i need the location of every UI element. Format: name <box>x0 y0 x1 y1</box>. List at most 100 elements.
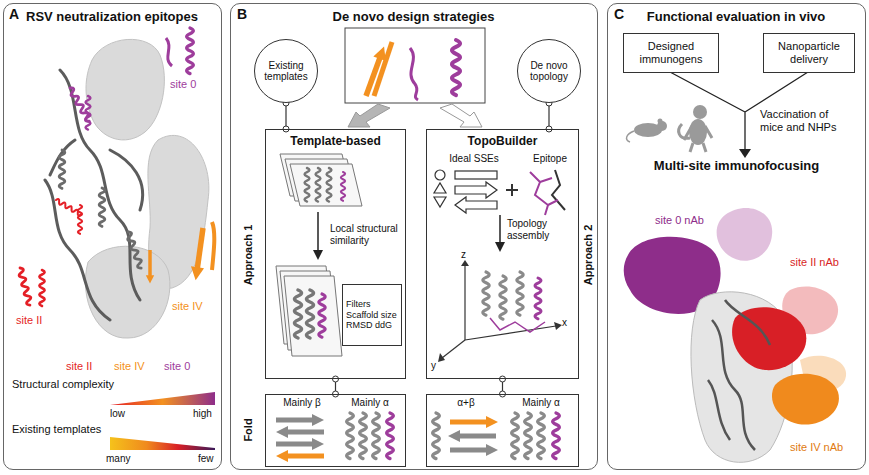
site-0-epitope <box>166 28 193 74</box>
node-text: De novo design strategies <box>231 10 596 25</box>
protein-ribbon <box>110 150 143 210</box>
gradient-wedge <box>110 392 215 405</box>
result-title: Multi-site immunofocusing <box>607 159 866 174</box>
process-arrow <box>317 212 319 252</box>
protein-helix <box>55 198 82 216</box>
sse-symbol <box>434 183 446 193</box>
panel-letter: A <box>9 6 19 22</box>
animal-icon <box>679 124 712 152</box>
animal-icon <box>627 131 634 142</box>
node-text: Ideal SSEs <box>435 153 513 165</box>
sse-symbol <box>435 170 445 180</box>
topology-structure <box>500 276 506 319</box>
node-text: RSV neutralization epitopes <box>4 10 220 25</box>
topology-structure <box>483 272 545 332</box>
node-text: Existing templates <box>258 60 314 83</box>
axes <box>442 340 465 358</box>
template-stack <box>290 164 362 206</box>
site-0-epitope <box>187 28 194 74</box>
node-text: Mainly α <box>505 397 577 409</box>
panel-letter: B <box>237 6 247 22</box>
input-box: Designed immunogens <box>623 33 719 73</box>
protein-ribbon <box>60 70 140 300</box>
site-ii-epitope <box>39 270 44 306</box>
design-arrow <box>348 104 390 127</box>
node-text: Functional evaluation in vivo <box>608 10 864 25</box>
site-iv-epitope <box>189 227 209 281</box>
node-text: Local structural similarity <box>330 223 404 246</box>
template-helix <box>307 290 314 338</box>
input-circle: De novo topology <box>517 39 581 103</box>
animal-icon <box>658 119 663 124</box>
axes <box>461 260 469 266</box>
gradient-wedge <box>110 437 215 450</box>
site-ii-epitope <box>17 267 32 306</box>
connector-end-dot <box>500 376 506 382</box>
epitope-box <box>410 48 418 100</box>
design-arrow <box>348 104 482 127</box>
template-stack <box>284 276 342 356</box>
sse-symbol <box>455 197 497 213</box>
node-text: Template-based <box>266 135 405 149</box>
epitope-sticks <box>530 172 548 215</box>
panel: Functional evaluation in vivoDesigned im… <box>607 3 866 470</box>
design-arrow <box>440 104 482 127</box>
site-0-epitope <box>166 38 172 66</box>
sse-symbol <box>455 171 497 179</box>
scale-end: high <box>193 408 212 420</box>
template-helix <box>295 168 346 338</box>
protein-helix <box>55 87 154 284</box>
protein-helix <box>99 188 105 226</box>
step-note: Vaccination of mice and NHPs <box>760 108 854 133</box>
site-iv-epitope <box>189 222 214 281</box>
sse-symbol <box>434 197 446 207</box>
process-arrow <box>313 250 323 260</box>
fold-cartoon <box>448 430 496 442</box>
fold-cartoon <box>373 413 380 459</box>
fold-cartoon <box>276 413 559 462</box>
node-text: De novo topology <box>521 60 577 83</box>
process-arrow <box>313 212 505 260</box>
protein-ribbon <box>725 300 770 345</box>
row-label: Fold <box>242 418 255 441</box>
protein-ribbon <box>45 70 143 320</box>
animal-icon <box>693 105 707 119</box>
topology-structure <box>517 272 523 315</box>
panel: RSV neutralization epitopes <box>3 3 222 470</box>
panel: De novo design strategiesExisting templa… <box>230 3 598 470</box>
epitope-sticks <box>530 170 565 215</box>
fold-cartoon <box>538 413 545 459</box>
process-arrow <box>499 215 501 244</box>
connector <box>548 103 549 129</box>
site-label: site IV <box>172 300 203 313</box>
protein-ribbon <box>708 300 770 450</box>
animal-icon <box>627 105 712 152</box>
protein-ribbon <box>712 320 755 450</box>
epitope-box <box>374 42 392 96</box>
fold-cartoon <box>450 444 498 456</box>
fold-cartoon <box>387 413 394 459</box>
axes <box>464 264 465 340</box>
antibody-density <box>85 246 170 338</box>
scale-title: Structural complexity <box>12 378 114 391</box>
fold-cartoon <box>553 413 560 459</box>
topology-structure <box>535 278 541 319</box>
node-text: Designed immunogens <box>627 40 715 65</box>
template-helix <box>341 172 345 201</box>
scale-label: site 0 <box>164 360 190 373</box>
protein-helix <box>59 150 65 188</box>
approach-label: Approach 1 <box>242 225 255 286</box>
panel-letter: C <box>614 6 624 22</box>
protein-helix <box>146 250 154 284</box>
approach-box: TopoBuilderIdeal SSEsEpitopeTopology ass… <box>426 129 579 379</box>
antibody-density <box>85 39 208 338</box>
axes <box>438 260 562 362</box>
animal-icon <box>689 119 707 145</box>
topology-structure <box>483 272 489 315</box>
fold-cartoon <box>360 413 367 459</box>
fold-cartoon <box>276 450 324 462</box>
site-label: site 0 <box>170 78 196 91</box>
template-helix <box>316 168 321 202</box>
nab-label: site 0 nAb <box>655 214 704 227</box>
